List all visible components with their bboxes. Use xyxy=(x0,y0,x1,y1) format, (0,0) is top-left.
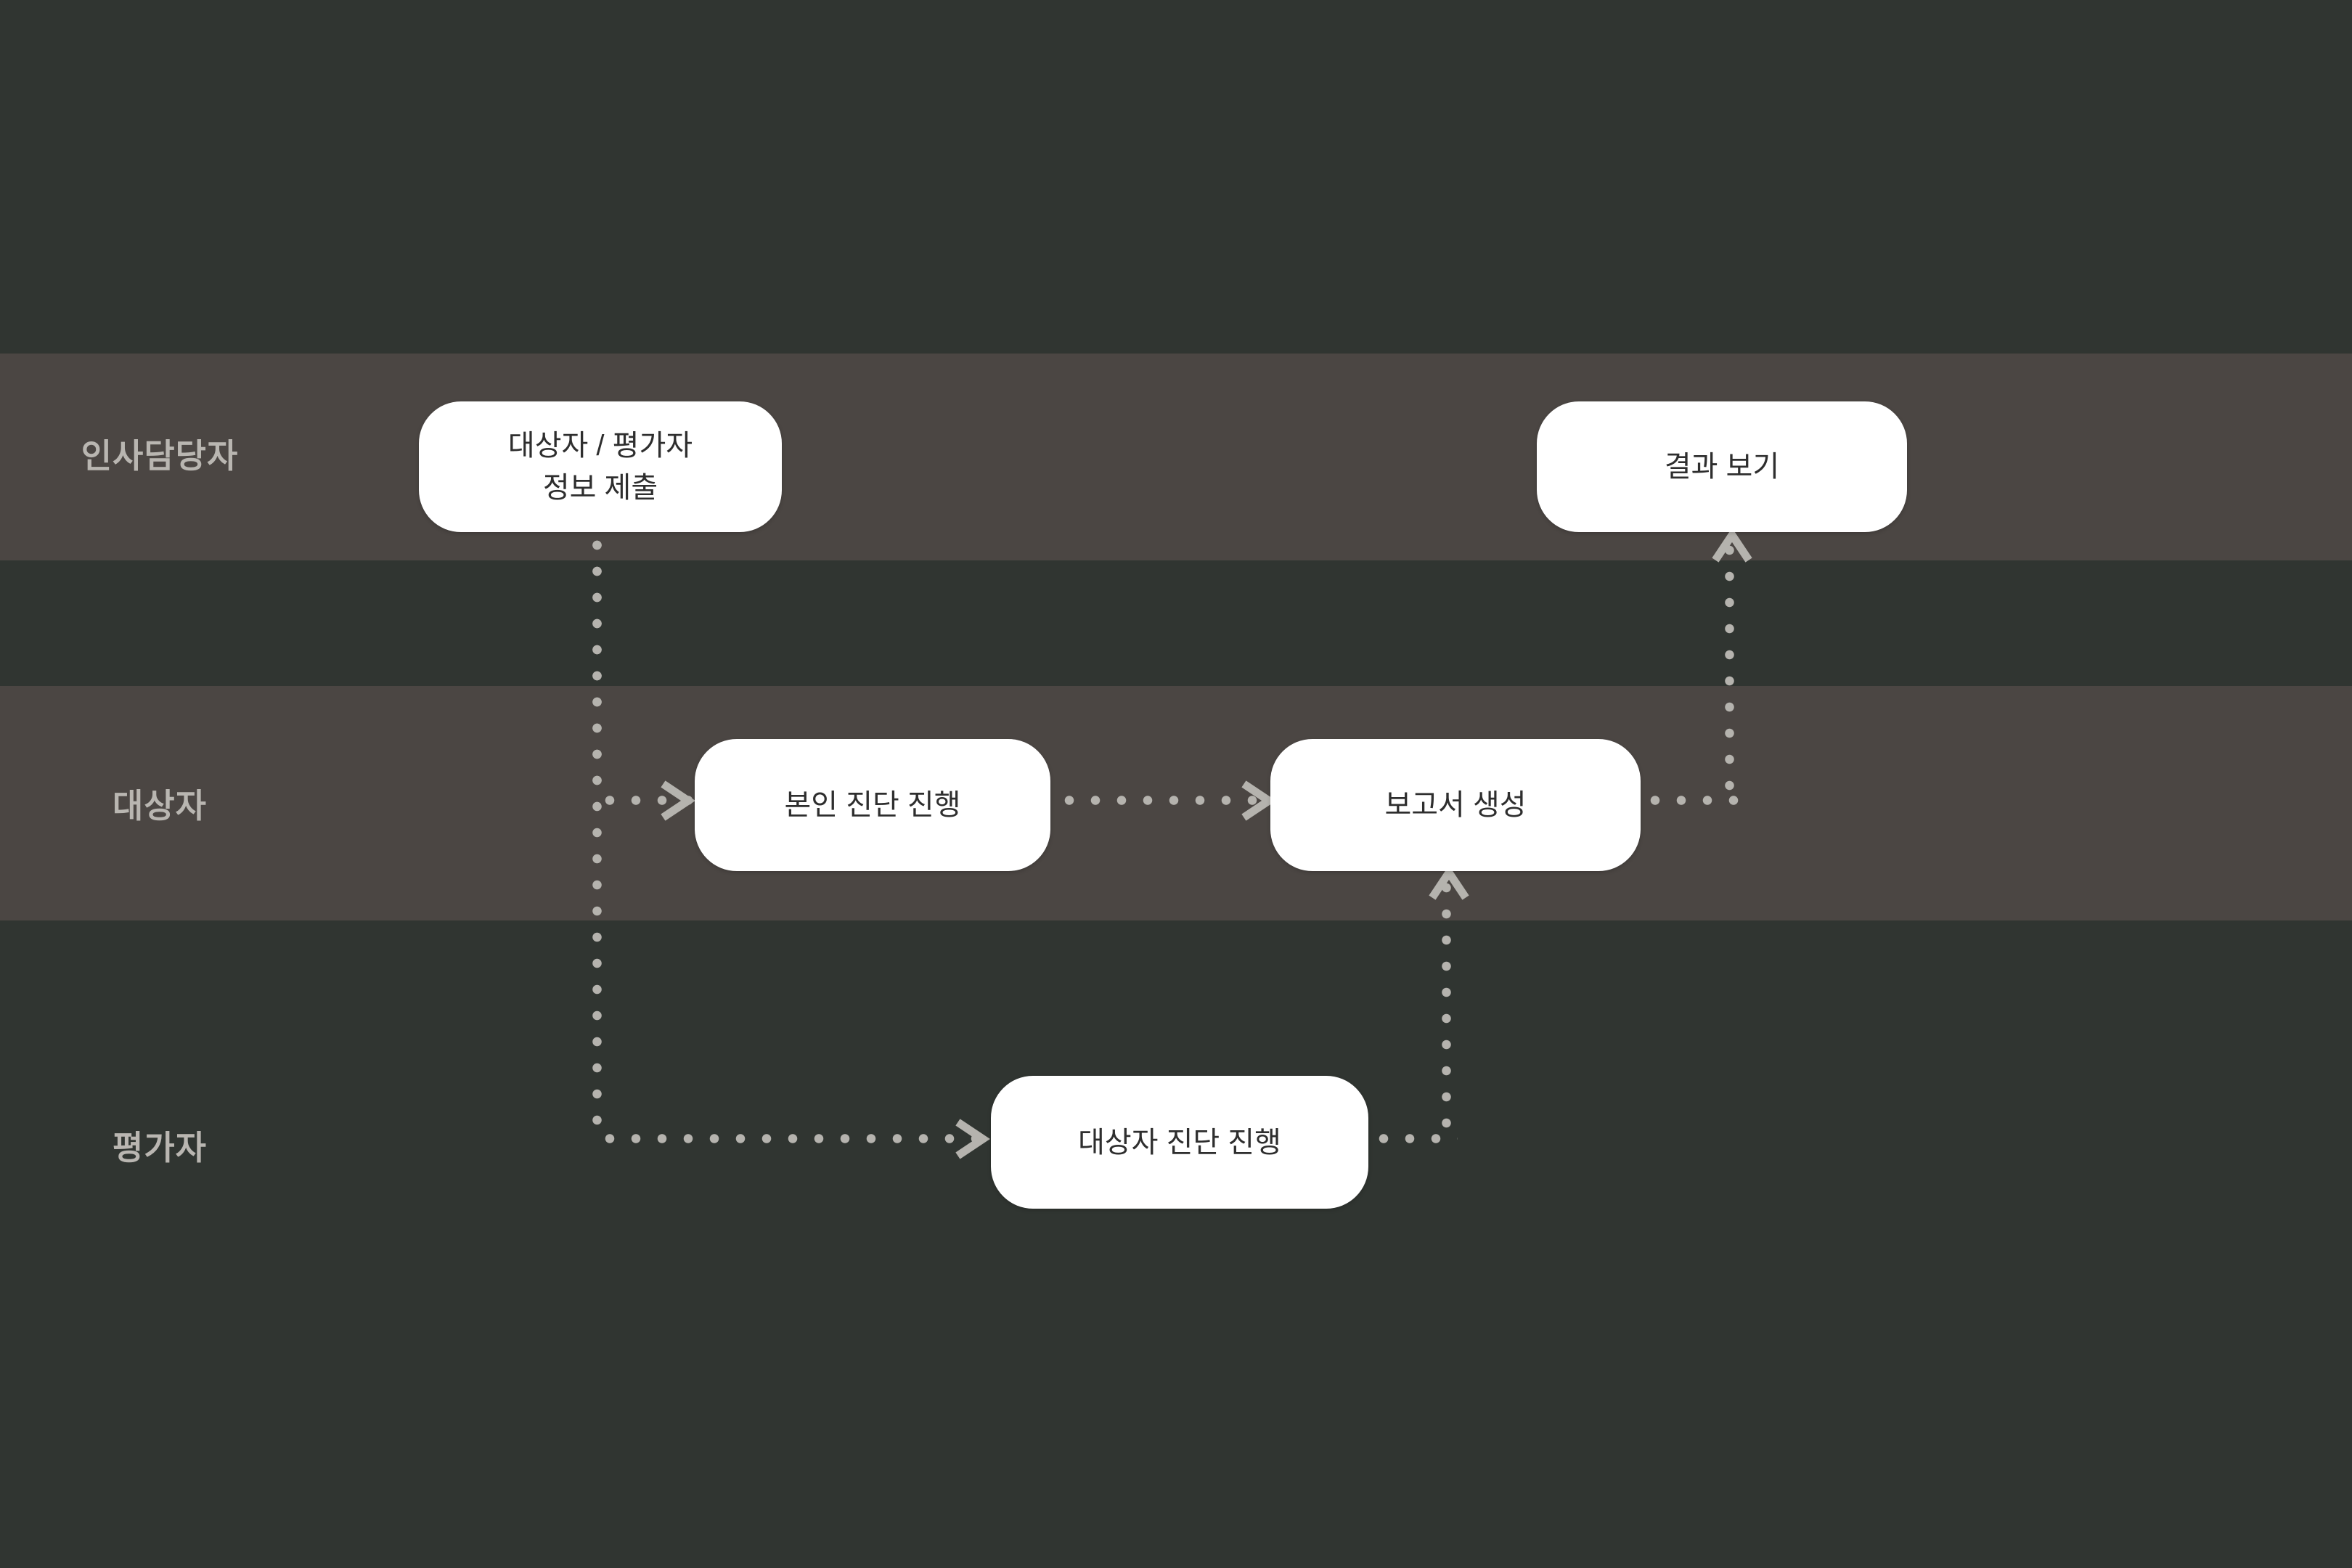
flow-node-view-result[interactable]: 결과 보기 xyxy=(1537,401,1907,532)
flow-node-label-submit-info: 대상자 / 평가자 정보 제출 xyxy=(507,430,693,504)
flow-node-report-generation[interactable]: 보고서 생성 xyxy=(1270,739,1641,871)
connector-evaluator-to-report-h xyxy=(1371,1134,1458,1143)
connector-report-to-result-v xyxy=(1725,537,1734,806)
lane-label-evaluator: 평가자 xyxy=(113,1129,207,1167)
flow-node-label-view-result: 결과 보기 xyxy=(1664,451,1780,483)
flow-node-label-report-generation: 보고서 생성 xyxy=(1384,789,1527,821)
swimlane-band-evaluator xyxy=(0,920,2352,1568)
connector-hr-to-evaluator-vertical xyxy=(592,532,602,1135)
connector-hr-to-evaluator-horizontal xyxy=(597,1134,992,1143)
arrowhead-hr-to-evaluator-horizontal xyxy=(955,1119,990,1159)
arrowhead-evaluator-to-report-v xyxy=(1429,865,1469,903)
arrowhead-self-to-report xyxy=(1241,780,1276,821)
flow-node-self-diagnosis[interactable]: 본인 진단 진행 xyxy=(695,739,1050,871)
flow-node-submit-info[interactable]: 대상자 / 평가자 정보 제출 xyxy=(419,401,782,532)
flow-node-label-self-diagnosis: 본인 진단 진행 xyxy=(784,789,961,821)
lane-label-subject: 대상자 xyxy=(113,787,207,825)
flow-node-subject-diagnosis[interactable]: 대상자 진단 진행 xyxy=(991,1076,1368,1209)
swimlane-band-hr xyxy=(0,354,2352,560)
connector-evaluator-to-report-v xyxy=(1442,875,1451,1142)
connector-self-to-report xyxy=(1056,796,1274,805)
arrowhead-report-to-result-v xyxy=(1712,528,1752,565)
lane-label-hr: 인사담당자 xyxy=(81,437,239,475)
swimlane-band-gap1 xyxy=(0,560,2352,686)
arrowhead-hr-to-self-horizontal xyxy=(661,780,695,821)
connector-report-to-result-h xyxy=(1642,796,1740,805)
flow-node-label-subject-diagnosis: 대상자 진단 진행 xyxy=(1078,1126,1281,1159)
connector-hr-to-self-horizontal xyxy=(597,796,698,805)
